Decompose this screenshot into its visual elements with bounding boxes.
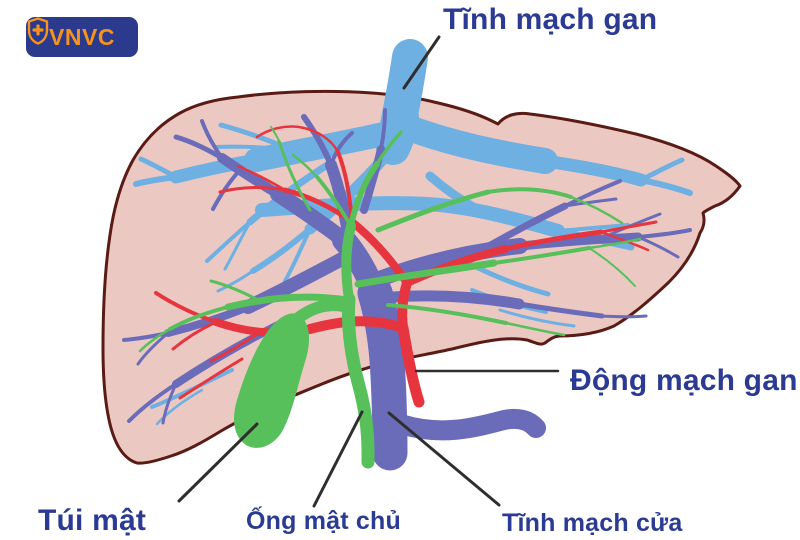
leader-gallbladder <box>177 422 259 503</box>
label-hepatic-artery: Động mạch gan <box>570 364 798 397</box>
shield-cross-icon <box>27 17 49 45</box>
leader-portal-vein <box>387 411 501 507</box>
label-bile-duct: Ống mật chủ <box>246 507 401 535</box>
logo-text: VNVC <box>49 23 115 50</box>
label-gallbladder: Túi mật <box>38 504 147 537</box>
label-hepatic-vein: Tĩnh mạch gan <box>443 3 658 36</box>
gallbladder-shape <box>234 313 310 448</box>
leader-lines <box>177 35 560 508</box>
leader-hepatic-vein <box>402 35 441 90</box>
bile-duct-vessels <box>138 126 642 469</box>
leader-bile-duct <box>312 410 364 508</box>
label-portal-vein: Tĩnh mạch cửa <box>502 509 683 537</box>
vnvc-logo: VNVC <box>26 17 138 57</box>
